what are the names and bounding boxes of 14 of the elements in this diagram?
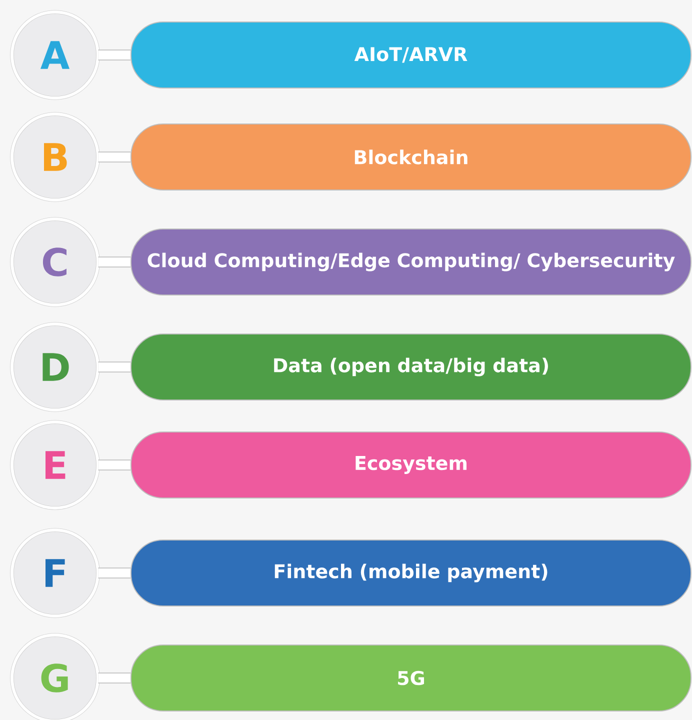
- topic-bar: Ecosystem: [130, 432, 692, 498]
- topic-bar: Data (open data/big data): [130, 334, 692, 400]
- connector: [98, 152, 130, 162]
- topic-bar: Cloud Computing/Edge Computing/ Cybersecurity: [130, 228, 692, 296]
- connector: [98, 50, 130, 60]
- topic-bar: Blockchain: [130, 124, 692, 190]
- connector: [98, 460, 130, 470]
- connector: [98, 672, 130, 684]
- topic-bar: Fintech (mobile payment): [130, 540, 692, 606]
- connector: [98, 362, 130, 372]
- topic-bar: 5G: [130, 644, 692, 712]
- connector: [98, 256, 130, 268]
- connector: [98, 568, 130, 578]
- topic-bar: AIoT/ARVR: [130, 22, 692, 88]
